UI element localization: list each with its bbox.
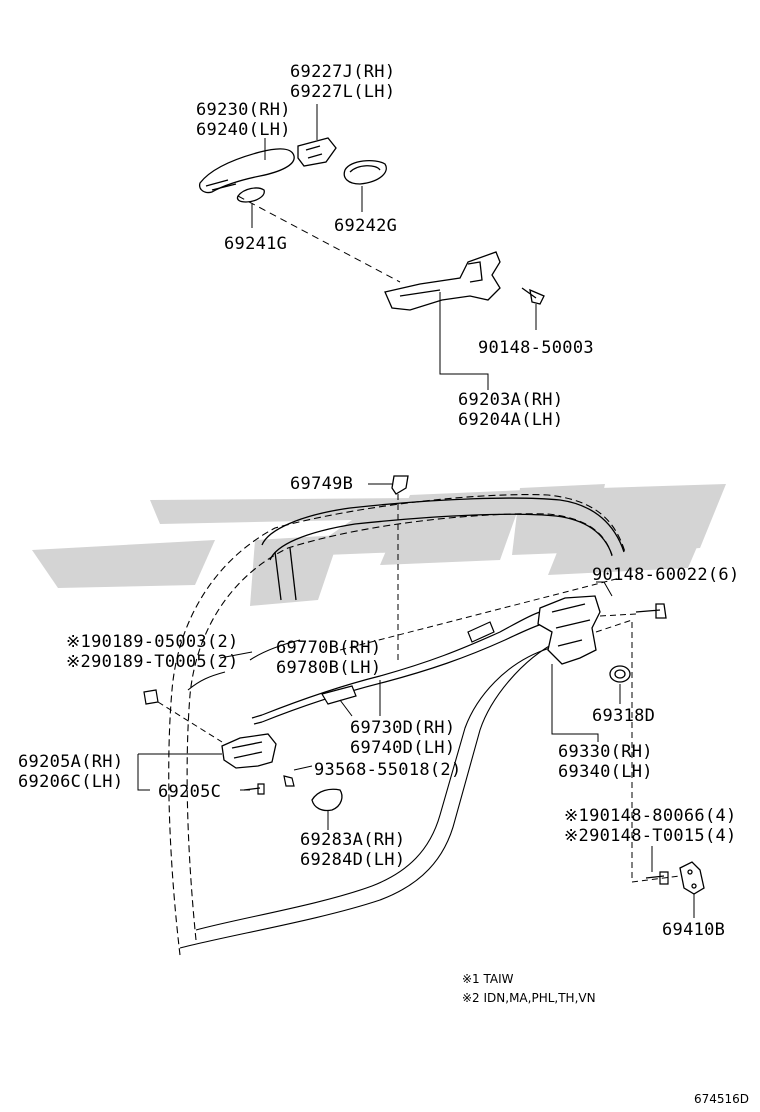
bushing-69318d-icon: [609, 665, 631, 683]
diagram-code: 674516D: [694, 1092, 750, 1106]
label-69203-lh: 69204A(LH): [458, 410, 564, 430]
label-90189: ※190189-05003(2) ※290189-T0005(2): [66, 632, 239, 672]
label-69410b: 69410B: [662, 920, 726, 940]
label-90148-80066-taiw: ※190148-80066(4): [564, 806, 737, 826]
label-69730: 69730D(RH) 69740D(LH): [350, 718, 455, 758]
label-69205-lh: 69206C(LH): [18, 772, 124, 792]
pad-69242g-icon: [343, 159, 387, 185]
label-69203: 69203A(RH) 69204A(LH): [458, 390, 563, 430]
label-69330: 69330(RH) 69340(LH): [558, 742, 653, 782]
label-69205c: 69205C: [158, 782, 222, 802]
label-69242g: 69242G: [334, 216, 398, 236]
dash-lock: [339, 577, 637, 882]
bolt-90148-80066-icon: [645, 871, 669, 885]
label-69230-lh: 69240(LH): [196, 120, 291, 140]
label-69730-rh: 69730D(RH): [350, 718, 456, 738]
label-69227-lh: 69227L(LH): [290, 82, 396, 102]
footnote-2: ※2 IDN,MA,PHL,TH,VN: [462, 991, 596, 1005]
leader-lines-top: [237, 104, 401, 283]
label-69203-rh: 69203A(RH): [458, 390, 564, 410]
label-69330-rh: 69330(RH): [558, 742, 653, 762]
label-69241g: 69241G: [224, 234, 288, 254]
label-69770: 69770B(RH) 69780B(LH): [276, 638, 381, 678]
label-69283: 69283A(RH) 69284D(LH): [300, 830, 405, 870]
handle-frame-icon: [384, 251, 501, 311]
bolt-90148-60022-icon: [635, 603, 667, 619]
label-90148-80066-asean: ※290148-T0015(4): [564, 826, 737, 846]
footnote-1: ※1 TAIW: [462, 972, 514, 986]
label-69230-rh: 69230(RH): [196, 100, 291, 120]
clip-90189-icon: [143, 689, 159, 705]
door-glass-run: [261, 497, 625, 601]
label-69283-lh: 69284D(LH): [300, 850, 406, 870]
label-69770-rh: 69770B(RH): [276, 638, 382, 658]
label-69205-rh: 69205A(RH): [18, 752, 124, 772]
label-69730-lh: 69740D(LH): [350, 738, 456, 758]
label-69283-rh: 69283A(RH): [300, 830, 406, 850]
leader-cables: [339, 680, 381, 717]
cable-icon: [251, 611, 543, 725]
label-93568: 93568-55018(2): [314, 760, 462, 780]
clip-69749b-icon: [391, 475, 409, 495]
leader-lock: [551, 581, 621, 742]
label-69749b: 69749B: [290, 474, 354, 494]
label-90148-50003: 90148-50003: [478, 338, 594, 358]
door-lower-edge: [179, 639, 561, 949]
cover-69283a-icon: [311, 788, 343, 812]
handle-cap-icon: [297, 137, 337, 167]
pad-69241g-icon: [236, 187, 265, 203]
door-outline: [168, 494, 626, 956]
door-lock-icon: [537, 595, 601, 665]
leader-69203: [439, 292, 537, 390]
label-90189-asean: ※290189-T0005(2): [66, 652, 239, 672]
label-69318d: 69318D: [592, 706, 656, 726]
screw-69205c-icon: [243, 783, 265, 795]
screw-93568-icon: [283, 775, 295, 787]
logo-watermark: [32, 484, 726, 606]
label-69205: 69205A(RH) 69206C(LH): [18, 752, 123, 792]
leader-striker: [631, 846, 695, 918]
bolt-90148-50003-icon: [521, 287, 545, 305]
striker-icon: [679, 861, 705, 895]
label-90148-60022: 90148-60022(6): [592, 565, 740, 585]
label-90189-taiw: ※190189-05003(2): [66, 632, 239, 652]
label-69230: 69230(RH) 69240(LH): [196, 100, 291, 140]
label-69330-lh: 69340(LH): [558, 762, 653, 782]
leader-inside: [137, 651, 313, 791]
footnotes: ※1 TAIW ※2 IDN,MA,PHL,TH,VN: [462, 972, 596, 1006]
label-69770-lh: 69780B(LH): [276, 658, 382, 678]
outside-handle-icon: [199, 148, 295, 194]
label-69227-rh: 69227J(RH): [290, 62, 396, 82]
label-90148-80066: ※190148-80066(4) ※290148-T0015(4): [564, 806, 737, 846]
label-69227: 69227J(RH) 69227L(LH): [290, 62, 395, 102]
inside-handle-icon: [221, 733, 277, 769]
